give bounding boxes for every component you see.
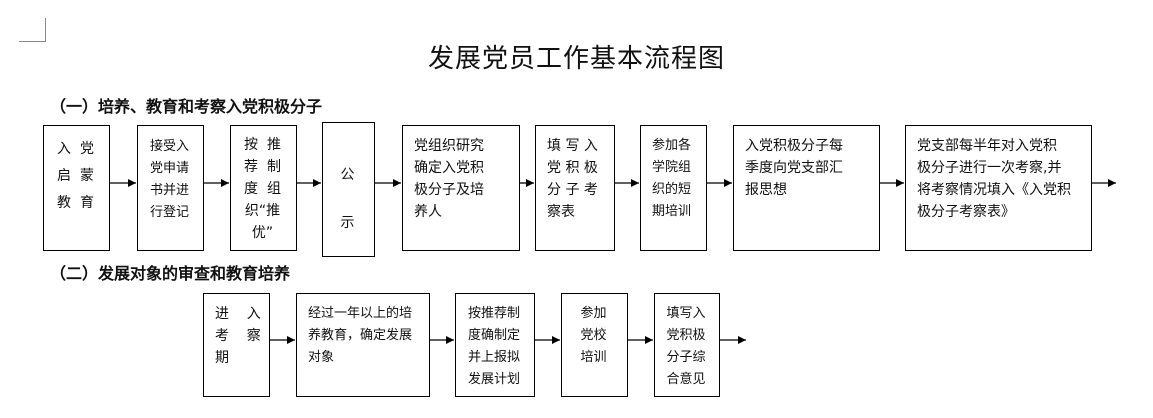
step-text-line: 学院组 bbox=[652, 160, 692, 175]
step-text-line: 织“推 bbox=[244, 203, 281, 219]
flow-step-box: 经过一年以上的培养教育，确定发展对象 bbox=[296, 293, 430, 397]
step-text-line: 优” bbox=[251, 225, 274, 241]
flow-step-box: 按推荐制度确制定并上报拟发展计划 bbox=[455, 293, 535, 397]
step-text-line: 党 积 极 bbox=[547, 160, 598, 176]
step-text-line: 期培训 bbox=[652, 204, 692, 219]
step-text-line: 党积极 bbox=[666, 328, 706, 343]
step-text-line: 入 党 bbox=[57, 141, 94, 157]
step-text-line: 公 bbox=[340, 167, 355, 183]
flow-step-box: 接受入党申请书并进行登记 bbox=[137, 125, 204, 251]
step-text-line: 季度向党支部汇 bbox=[745, 160, 843, 176]
step-text-line: 确定入党积 bbox=[414, 160, 484, 176]
step-text-line: 期 bbox=[215, 350, 229, 366]
step-text-line: 接受入 bbox=[149, 139, 189, 154]
step-text-line: 察表 bbox=[547, 204, 575, 220]
step-text-line: 报思想 bbox=[745, 182, 787, 198]
step-text-line: 行登记 bbox=[149, 205, 189, 220]
flow-step-box: 党支部每半年对入党积极分子进行一次考察,并将考察情况填入《入党积极分子考察表》 bbox=[905, 125, 1092, 251]
step-text-line: 启 蒙 bbox=[57, 168, 94, 184]
page-corner-mark bbox=[19, 18, 46, 42]
step-text-line: 合意见 bbox=[666, 372, 706, 387]
flow-step-box: 按 推荐 制度 组织“推优” bbox=[230, 125, 297, 251]
step-text-line: 培训 bbox=[580, 350, 607, 365]
step-text-line: 发展计划 bbox=[467, 372, 520, 387]
page-title: 发展党员工作基本流程图 bbox=[427, 44, 725, 74]
step-text-line: 度确制定 bbox=[467, 328, 520, 343]
step-text-line: 党申请 bbox=[149, 161, 189, 176]
flow-step-box: 入 党启 蒙教 育 bbox=[43, 125, 110, 251]
step-text-line: 填 写 入 bbox=[547, 138, 598, 154]
flow-step-box: 入党积极分子每季度向党支部汇报思想 bbox=[733, 125, 880, 251]
flow-step-box: 填 写 入党 积 极分 子 考察表 bbox=[535, 125, 615, 251]
flow-step-box: 公示 bbox=[322, 122, 375, 257]
step-text-line: 填写入 bbox=[666, 306, 706, 321]
flow-step-box: 进 入考 察期 bbox=[203, 293, 270, 397]
flow-step-box: 参加党校培训 bbox=[561, 293, 628, 397]
step-text-line: 党校 bbox=[580, 328, 607, 343]
step-text-line: 极分子考察表》 bbox=[917, 204, 1015, 220]
step-text-line: 党支部每半年对入党积 bbox=[917, 138, 1057, 154]
step-text-line: 党组织研究 bbox=[414, 138, 484, 154]
step-text-line: 参加 bbox=[580, 306, 607, 321]
step-text-line: 入党积极分子每 bbox=[745, 138, 843, 154]
step-text-line: 极分子进行一次考察,并 bbox=[917, 160, 1062, 176]
step-text-line: 书并进 bbox=[149, 183, 189, 198]
section-2-heading: （二）发展对象的审查和教育培养 bbox=[50, 264, 291, 283]
step-text-line: 织的短 bbox=[652, 182, 692, 197]
step-text-line: 考 察 bbox=[215, 328, 261, 344]
step-text-line: 度 组 bbox=[244, 181, 281, 197]
step-text-line: 参加各 bbox=[652, 138, 692, 153]
step-text-line: 荐 制 bbox=[244, 159, 281, 175]
flow-step-box: 参加各学院组织的短期培训 bbox=[640, 125, 707, 251]
step-text-line: 并上报拟 bbox=[467, 350, 520, 365]
step-text-line: 示 bbox=[340, 215, 355, 231]
step-text-line: 养教育，确定发展 bbox=[308, 328, 413, 343]
step-text-line: 养人 bbox=[414, 204, 442, 220]
step-text-line: 对象 bbox=[308, 350, 335, 365]
section-1-heading: （一）培养、教育和考察入党积极分子 bbox=[50, 97, 323, 116]
step-text-line: 按推荐制 bbox=[467, 306, 520, 321]
step-text-line: 将考察情况填入《入党积 bbox=[917, 182, 1071, 198]
step-text-line: 分子综 bbox=[666, 350, 706, 365]
step-text-line: 分 子 考 bbox=[547, 182, 598, 198]
step-text-line: 进 入 bbox=[215, 306, 261, 322]
step-text-line: 经过一年以上的培 bbox=[308, 306, 413, 321]
step-text-line: 极分子及培 bbox=[414, 182, 484, 198]
step-text-line: 按 推 bbox=[244, 137, 281, 153]
flow-step-box: 填写入党积极分子综合意见 bbox=[654, 293, 720, 397]
flow-step-box: 党组织研究确定入党积极分子及培养人 bbox=[402, 125, 520, 251]
step-text-line: 教 育 bbox=[57, 195, 94, 211]
